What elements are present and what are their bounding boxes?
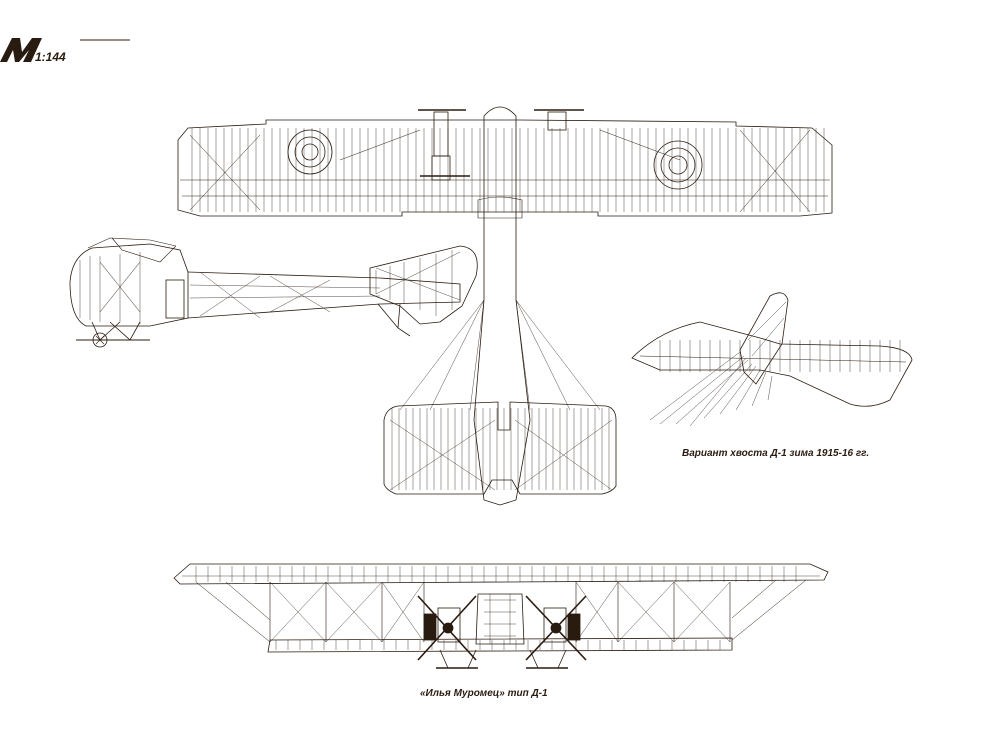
plan-engine-left — [418, 109, 470, 181]
front-landing-gear — [436, 649, 568, 669]
plan-wing-outline — [177, 119, 833, 217]
side-upper-canopy — [87, 237, 177, 263]
front-lower-wing-ribs — [275, 640, 721, 650]
tail-variant-stabilizer — [631, 321, 913, 407]
side-fuselage — [187, 271, 461, 319]
plan-tail-rigging — [399, 299, 601, 411]
front-engine-left — [417, 595, 477, 661]
side-tail-skid — [377, 303, 411, 337]
bracing-wire — [575, 581, 619, 643]
front-engine-right — [525, 595, 587, 661]
logo-m-glyph — [0, 38, 42, 62]
front-upper-wing — [173, 563, 829, 585]
plan-engine-right — [534, 109, 584, 131]
tail-variant-fin — [739, 292, 789, 385]
plan-roundel-right — [653, 140, 703, 190]
tail-variant-caption: Вариант хвоста Д-1 зима 1915-16 гг. — [682, 448, 870, 459]
tail-variant-rigging — [649, 351, 773, 427]
side-cabin — [69, 243, 189, 327]
front-engine-outer-right — [567, 613, 581, 641]
front-lower-wing — [267, 637, 733, 653]
front-engine-outer-left — [423, 613, 437, 641]
bracing-wire — [673, 581, 731, 643]
side-tail-fin — [369, 245, 478, 325]
side-landing-gear — [76, 321, 150, 348]
plan-tail-stabilizer — [383, 401, 617, 495]
plan-fuselage — [473, 106, 531, 506]
bracing-wire — [617, 581, 675, 643]
front-upper-wing-ribs — [195, 566, 797, 582]
plan-roundel-left — [287, 129, 333, 175]
side-view — [69, 237, 478, 348]
logo — [0, 38, 130, 62]
plan-wing-ribs — [191, 128, 825, 212]
plan-wing-bracing — [189, 129, 811, 213]
tail-variant-ribs — [659, 340, 901, 372]
front-view — [173, 563, 829, 669]
bracing-wire — [269, 581, 327, 643]
aircraft-name-caption: «Илья Муромец» тип Д-1 — [420, 688, 548, 699]
logo-scale-label: 1:144 — [35, 50, 66, 64]
tail-variant-drawing — [631, 292, 913, 427]
bracing-wire — [381, 581, 425, 643]
plan-view — [177, 106, 833, 506]
front-cabin — [475, 593, 525, 645]
bracing-wire — [325, 581, 383, 643]
plan-tail-ribs — [391, 408, 610, 490]
